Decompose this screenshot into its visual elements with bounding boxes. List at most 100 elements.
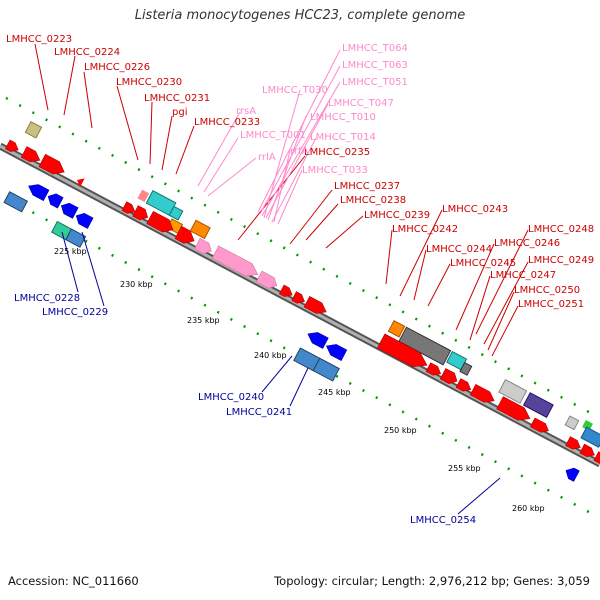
gene-label: LMHCC_0238: [340, 195, 406, 206]
rna-label: LMHCC_T047: [328, 98, 394, 109]
gene-label: LMHCC_0223: [6, 34, 72, 45]
gene-label: LMHCC_0237: [334, 181, 400, 192]
rna-gene-labels: LMHCC_T064 LMHCC_T063 LMHCC_T051 LMHCC_T…: [236, 43, 408, 176]
gene-label: LMHCC_0247: [490, 270, 556, 281]
map-title: Listeria monocytogenes HCC23, complete g…: [134, 8, 466, 23]
feature-arrow-reverse: [307, 332, 329, 349]
rna-label: rrlA: [258, 152, 276, 163]
feature-arrow-reverse: [28, 184, 50, 202]
feature-arrow: [77, 178, 85, 188]
gene-label: LMHCC_0231: [144, 93, 210, 104]
gene-label: LMHCC_0240: [198, 392, 264, 403]
gene-label: pgi: [172, 107, 187, 118]
feature-arrow: [425, 362, 442, 376]
gene-label: LMHCC_0251: [518, 299, 584, 310]
feature-block: [564, 415, 580, 431]
gene-label: LMHCC_0229: [42, 307, 108, 318]
feature-arrow: [593, 451, 600, 465]
scale-label: 250 kbp: [384, 426, 417, 435]
gene-label: LMHCC_0239: [364, 210, 430, 221]
feature-arrow-reverse: [60, 202, 79, 219]
rna-label: LMHCC_T063: [342, 60, 408, 71]
feature-block: [312, 357, 340, 382]
rna-label: LMHCC_T014: [310, 132, 376, 143]
reverse-leaders: [61, 231, 501, 515]
gene-label: LMHCC_0244: [426, 244, 492, 255]
feature-arrow: [455, 378, 472, 392]
forward-features: [4, 120, 600, 465]
feature-arrow: [291, 291, 305, 304]
gene-label: LMHCC_0242: [392, 224, 458, 235]
feature-block: [580, 426, 600, 448]
rna-arrow: [255, 270, 278, 289]
reverse-gene-labels: LMHCC_0228 LMHCC_0229 LMHCC_0240 LMHCC_0…: [14, 293, 476, 526]
feature-arrow: [146, 210, 174, 233]
feature-block: [582, 420, 593, 431]
feature-block: [65, 228, 87, 248]
gene-label: LMHCC_0233: [194, 117, 260, 128]
gene-label: LMHCC_0243: [442, 204, 508, 215]
feature-arrow: [174, 225, 195, 244]
scale-label: 260 kbp: [512, 504, 545, 513]
gene-label: LMHCC_0224: [54, 47, 120, 58]
gene-label: LMHCC_0248: [528, 224, 594, 235]
feature-block: [189, 219, 211, 240]
gene-label: LMHCC_0241: [226, 407, 292, 418]
feature-arrow: [376, 333, 428, 368]
gene-label: LMHCC_0246: [494, 238, 560, 249]
rna-label: LMHCC_T030: [262, 85, 328, 96]
feature-arrow: [565, 436, 581, 450]
feature-arrow: [278, 284, 293, 297]
feature-arrow: [529, 417, 549, 433]
feature-arrow: [4, 139, 19, 152]
forward-gene-labels: LMHCC_0223 LMHCC_0224 LMHCC_0226 LMHCC_0…: [6, 34, 594, 310]
feature-arrow: [469, 383, 495, 403]
feature-arrow: [303, 296, 327, 314]
rna-label: rrsA: [236, 106, 256, 117]
scale-label: 235 kbp: [187, 316, 220, 325]
forward-leaders: [34, 43, 529, 357]
rna-label: LMHCC_T033: [302, 165, 368, 176]
rna-arrow: [194, 238, 212, 254]
rna-label: LMHCC_T064: [342, 43, 408, 54]
scale-label: 245 kbp: [318, 388, 351, 397]
feature-arrow: [38, 153, 65, 175]
gene-label: LMHCC_0228: [14, 293, 80, 304]
rna-label: LMHCC_T010: [310, 112, 376, 123]
scale-label: 225 kbp: [54, 247, 87, 256]
feature-block: [3, 191, 29, 213]
feature-block: [168, 205, 184, 221]
topology-text: Topology: circular; Length: 2,976,212 bp…: [274, 574, 590, 588]
feature-arrow: [496, 396, 531, 421]
scale-label: 255 kbp: [448, 464, 481, 473]
feature-block: [522, 392, 554, 418]
feature-arrow-reverse: [325, 344, 348, 361]
scale-labels: 225 kbp 230 kbp 235 kbp 240 kbp 245 kbp …: [54, 247, 545, 513]
rna-label: LMHCC_T051: [342, 77, 408, 88]
rna-label: LMHCC_T001: [240, 130, 306, 141]
feature-arrow: [121, 201, 136, 214]
feature-block: [137, 189, 150, 203]
gene-label: LMHCC_0250: [514, 285, 580, 296]
feature-block: [24, 120, 43, 139]
gene-label: LMHCC_0226: [84, 62, 150, 73]
gene-label: LMHCC_0249: [528, 255, 594, 266]
rna-label: rrfA: [290, 146, 309, 157]
rna-arrow: [211, 245, 259, 277]
feature-arrow-reverse: [47, 193, 64, 209]
scale-label: 230 kbp: [120, 280, 153, 289]
feature-block: [498, 378, 528, 404]
feature-arrow: [579, 443, 595, 457]
rna-leaders: [197, 49, 341, 225]
feature-arrow: [20, 146, 41, 163]
feature-block: [459, 361, 473, 376]
gene-label: LMHCC_0245: [450, 258, 516, 269]
feature-arrow: [132, 205, 149, 221]
feature-arrow-reverse: [565, 467, 580, 482]
gene-label: LMHCC_0254: [410, 515, 476, 526]
feature-arrow: [439, 368, 458, 384]
gene-label: LMHCC_0235: [304, 147, 370, 158]
feature-arrow-reverse: [75, 213, 94, 229]
accession-text: Accession: NC_011660: [8, 574, 139, 588]
